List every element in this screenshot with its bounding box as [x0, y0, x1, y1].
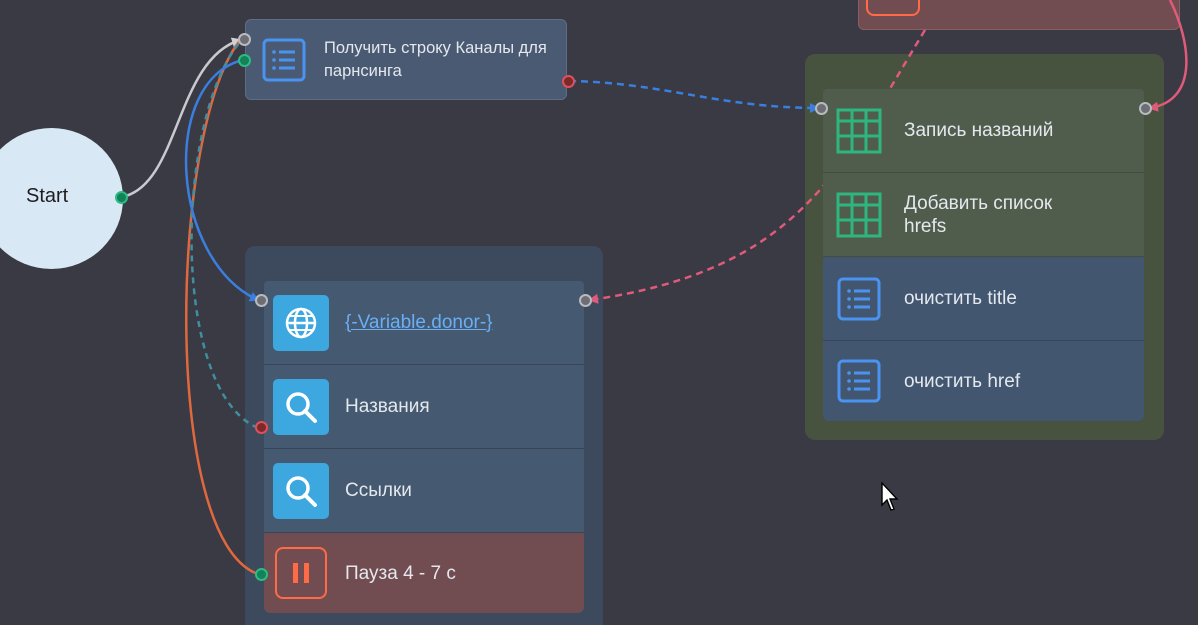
start-label: Start [26, 185, 69, 207]
node-label: Пауза 4 - 7 с [345, 562, 456, 584]
node-label: Запись названий [904, 120, 1054, 141]
node-label: Названия [345, 396, 430, 417]
node-label: Ссылки [345, 480, 412, 501]
get-channels-string-node[interactable]: Получить строку Каналы для парнсинга [245, 19, 567, 100]
mouse-cursor-icon [881, 482, 899, 511]
wire-start-to-top-node [121, 37, 242, 199]
blue-group-stack: {-Variable.donor-} Названия Ссылки [264, 281, 584, 613]
donor-output-port[interactable] [579, 294, 592, 307]
donor-input-port[interactable] [255, 294, 268, 307]
table-icon [835, 107, 883, 155]
pause-node[interactable]: Пауза 4 - 7 с [264, 533, 584, 613]
table-icon [835, 191, 883, 239]
start-node[interactable] [0, 128, 123, 269]
donor-link[interactable]: {-Variable.donor-} [345, 311, 493, 333]
top-node-input-port[interactable] [238, 33, 251, 46]
ssylki-node[interactable]: Ссылки [264, 449, 584, 533]
node-label: очистить href [904, 370, 1021, 392]
search-icon [273, 462, 329, 519]
pause-icon [866, 0, 920, 16]
green-group-stack: Запись названий Добавить список hrefs [823, 89, 1144, 421]
search-icon [273, 378, 329, 435]
green-group-input-port[interactable] [815, 102, 828, 115]
green-group-output-port[interactable] [1139, 102, 1152, 115]
list-icon [835, 357, 883, 405]
nazvaniya-node[interactable]: Названия [264, 365, 584, 449]
top-node-error-port[interactable] [562, 75, 575, 88]
top-node-success-port[interactable] [238, 54, 251, 67]
list-icon [835, 275, 883, 323]
node-label: Добавить список hrefs [904, 192, 1053, 237]
list-icon [260, 36, 308, 84]
node-label: очистить title [904, 288, 1017, 309]
clear-title-node[interactable]: очистить title [823, 257, 1144, 341]
start-output-port[interactable] [115, 191, 128, 204]
pause-icon [275, 547, 327, 599]
zapis-nazvaniy-node[interactable]: Запись названий [823, 89, 1144, 173]
clear-href-node[interactable]: очистить href [823, 341, 1144, 421]
nazvaniya-error-port[interactable] [255, 421, 268, 434]
donor-node[interactable]: {-Variable.donor-} [264, 281, 584, 365]
globe-icon [273, 294, 329, 351]
node-label: Получить строку Каналы для парнсинга [324, 38, 547, 80]
pause-success-port[interactable] [255, 568, 268, 581]
add-hrefs-node[interactable]: Добавить список hrefs [823, 173, 1144, 257]
wire-top-node-to-green-group [568, 79, 820, 113]
